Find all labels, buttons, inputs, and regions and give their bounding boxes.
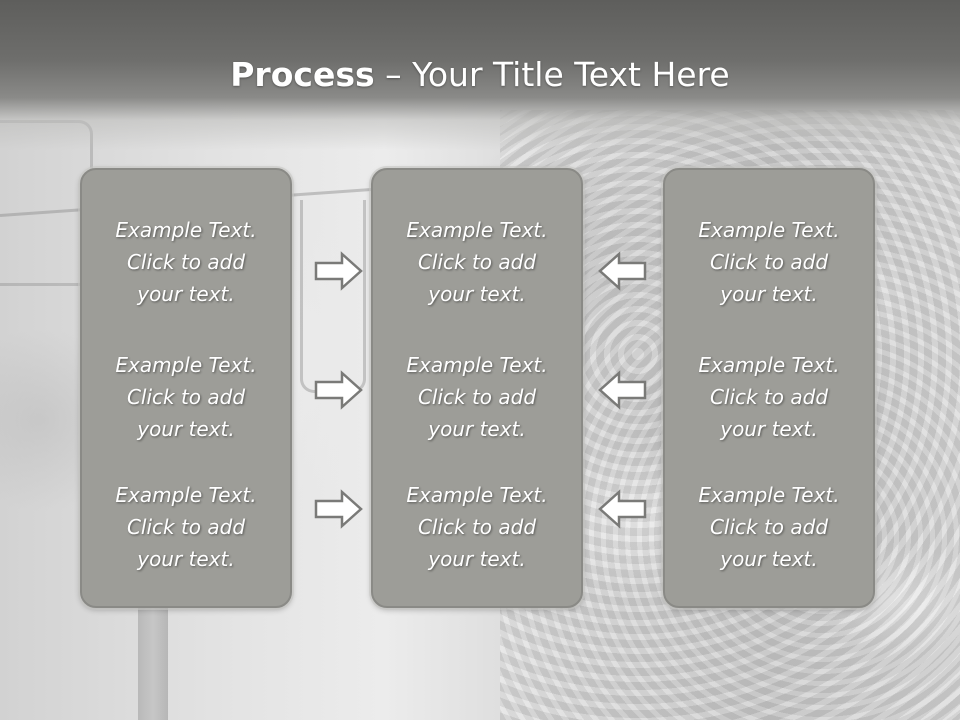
text-line: Click to add (417, 515, 537, 539)
text-line: Click to add (126, 385, 246, 409)
text-line: your text. (428, 547, 526, 571)
text-item[interactable]: Example Text. Click to add your text. (373, 214, 581, 310)
arrow-left-icon[interactable] (597, 489, 647, 529)
text-line: your text. (428, 282, 526, 306)
text-line: your text. (428, 417, 526, 441)
text-line: your text. (137, 282, 235, 306)
title-bold-text: Process (230, 55, 375, 94)
text-line: Example Text. (698, 353, 840, 377)
text-item[interactable]: Example Text. Click to add your text. (665, 349, 873, 445)
text-line: Click to add (709, 385, 829, 409)
text-box-right[interactable]: Example Text. Click to add your text. Ex… (663, 168, 875, 608)
text-line: Example Text. (698, 218, 840, 242)
text-line: your text. (137, 417, 235, 441)
text-line: Example Text. (406, 483, 548, 507)
text-line: Example Text. (115, 483, 257, 507)
slide-title[interactable]: Process – Your Title Text Here (0, 52, 960, 98)
arrow-right-icon[interactable] (314, 489, 364, 529)
arrow-right-icon[interactable] (314, 370, 364, 410)
arrow-left-icon[interactable] (597, 251, 647, 291)
background-chairlift (300, 200, 366, 393)
text-line: Click to add (709, 250, 829, 274)
text-line: Click to add (126, 515, 246, 539)
text-item[interactable]: Example Text. Click to add your text. (373, 479, 581, 575)
text-line: Example Text. (698, 483, 840, 507)
text-item[interactable]: Example Text. Click to add your text. (82, 349, 290, 445)
title-band (0, 0, 960, 150)
text-line: Example Text. (406, 218, 548, 242)
text-line: your text. (720, 417, 818, 441)
text-box-center[interactable]: Example Text. Click to add your text. Ex… (371, 168, 583, 608)
text-line: Example Text. (115, 218, 257, 242)
text-line: your text. (720, 547, 818, 571)
text-line: your text. (137, 547, 235, 571)
text-item[interactable]: Example Text. Click to add your text. (82, 479, 290, 575)
arrow-right-icon[interactable] (314, 251, 364, 291)
text-item[interactable]: Example Text. Click to add your text. (665, 479, 873, 575)
text-item[interactable]: Example Text. Click to add your text. (82, 214, 290, 310)
text-line: Example Text. (406, 353, 548, 377)
text-line: Click to add (126, 250, 246, 274)
text-line: your text. (720, 282, 818, 306)
text-line: Click to add (709, 515, 829, 539)
text-line: Example Text. (115, 353, 257, 377)
text-item[interactable]: Example Text. Click to add your text. (665, 214, 873, 310)
text-line: Click to add (417, 385, 537, 409)
text-item[interactable]: Example Text. Click to add your text. (373, 349, 581, 445)
background-lift-pole (138, 590, 168, 720)
text-line: Click to add (417, 250, 537, 274)
title-rest-text: – Your Title Text Here (374, 55, 730, 94)
arrow-left-icon[interactable] (597, 370, 647, 410)
text-box-left[interactable]: Example Text. Click to add your text. Ex… (80, 168, 292, 608)
